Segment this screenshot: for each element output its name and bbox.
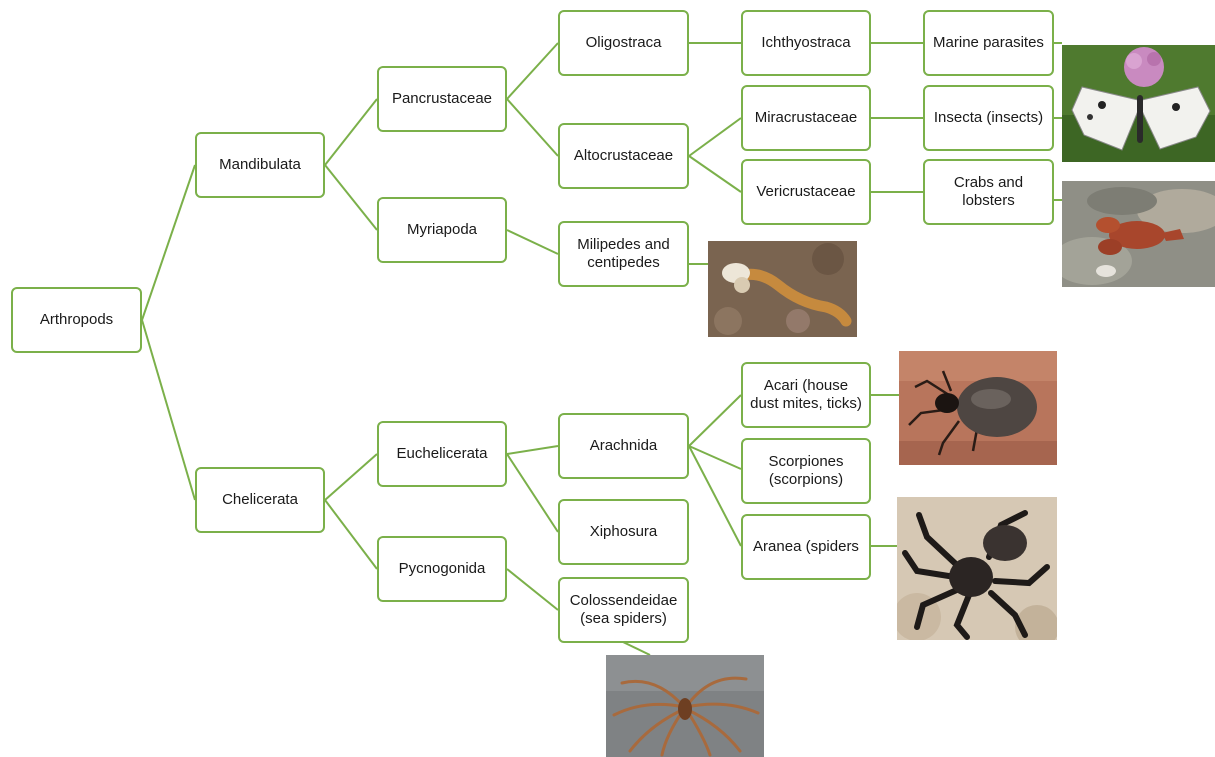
- node-milipedes-centipedes: Milipedes and centipedes: [558, 221, 689, 287]
- node-arachnida: Arachnida: [558, 413, 689, 479]
- spider-photo: [897, 497, 1057, 640]
- node-altocrustaceae: Altocrustaceae: [558, 123, 689, 189]
- crayfish-photo: [1062, 181, 1215, 287]
- node-crabs-lobsters: Crabs and lobsters: [923, 159, 1054, 225]
- node-colossendeidae: Colossendeidae (sea spiders): [558, 577, 689, 643]
- node-miracrustaceae: Miracrustaceae: [741, 85, 871, 151]
- node-pancrustaceae: Pancrustaceae: [377, 66, 507, 132]
- node-pycnogonida: Pycnogonida: [377, 536, 507, 602]
- node-acari: Acari (house dust mites, ticks): [741, 362, 871, 428]
- node-arthropods: Arthropods: [11, 287, 142, 353]
- node-chelicerata: Chelicerata: [195, 467, 325, 533]
- node-insecta: Insecta (insects): [923, 85, 1054, 151]
- node-xiphosura: Xiphosura: [558, 499, 689, 565]
- node-mandibulata: Mandibulata: [195, 132, 325, 198]
- node-scorpiones: Scorpiones (scorpions): [741, 438, 871, 504]
- node-ichthyostraca: Ichthyostraca: [741, 10, 871, 76]
- sea-spider-photo: [606, 655, 764, 757]
- tick-photo: [899, 351, 1057, 465]
- node-aranea: Aranea (spiders: [741, 514, 871, 580]
- node-myriapoda: Myriapoda: [377, 197, 507, 263]
- node-oligostraca: Oligostraca: [558, 10, 689, 76]
- node-vericrustaceae: Vericrustaceae: [741, 159, 871, 225]
- node-euchelicerata: Euchelicerata: [377, 421, 507, 487]
- butterfly-photo: [1062, 45, 1215, 162]
- node-marine-parasites: Marine parasites: [923, 10, 1054, 76]
- centipede-photo: [708, 241, 857, 337]
